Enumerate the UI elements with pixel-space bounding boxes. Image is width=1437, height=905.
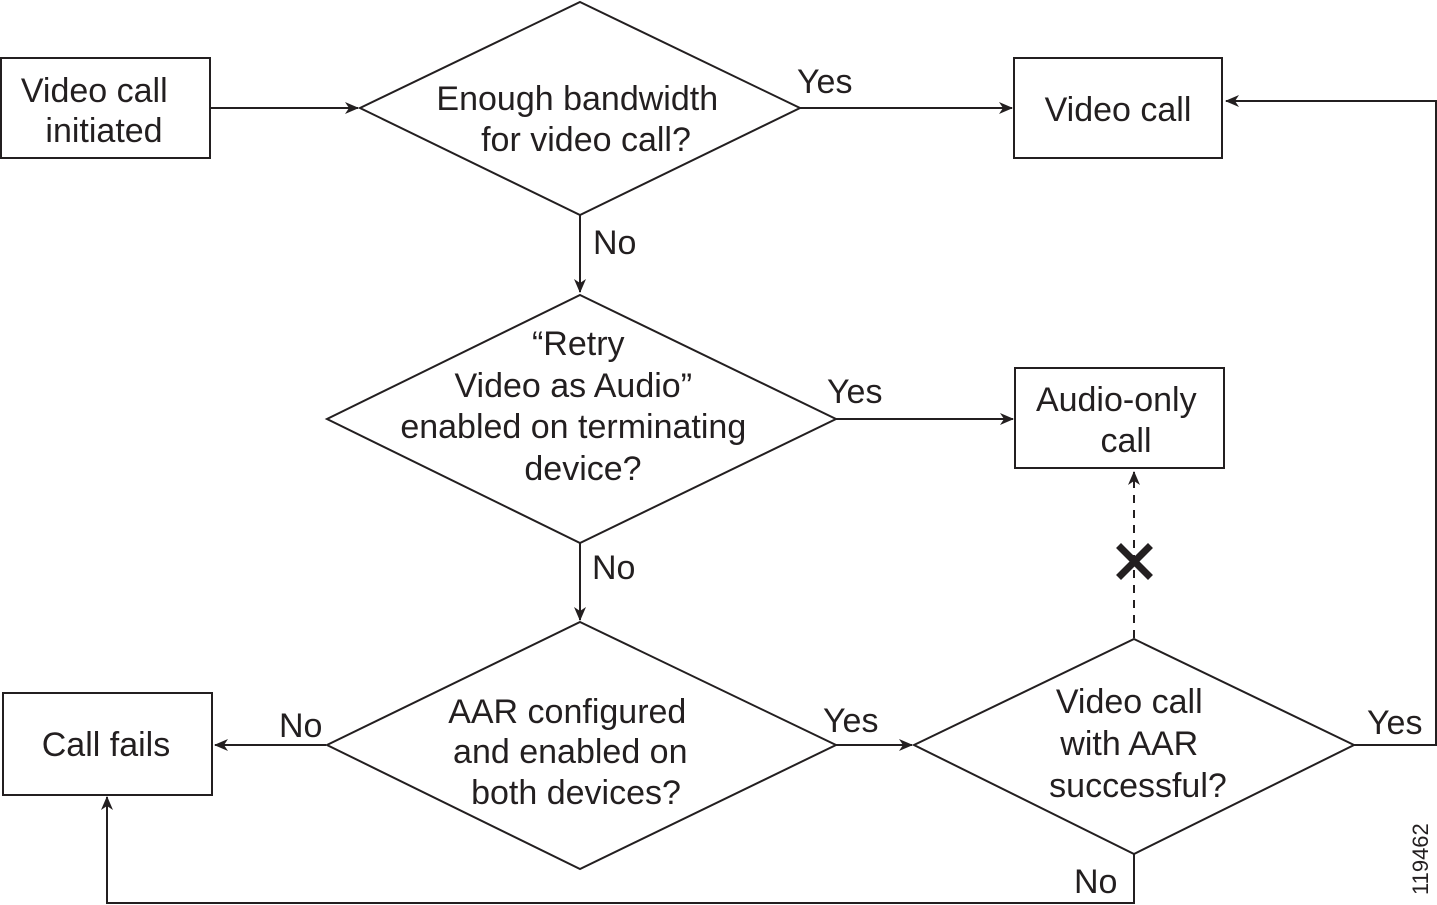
- svg-text:Audio-only call: Audio-only call: [1036, 381, 1206, 460]
- svg-text:Video call with AAR: Video call with AAR successful?: [1049, 683, 1227, 805]
- node-call-fails-line-1: Call fails: [42, 726, 170, 764]
- node-retry-video-as-audio: “Retry Video as Audio” enabled on termin…: [324, 293, 839, 545]
- node-aar-configured: AAR configured and enabled on both devic…: [324, 620, 839, 871]
- node-video-call-initiated-line-2: initiated: [45, 112, 162, 150]
- edge-label-bandwidth-yes: Yes: [797, 63, 852, 101]
- svg-text:Call fails: Call fails: [42, 726, 170, 764]
- node-retry-line-4: device?: [524, 450, 641, 488]
- node-audio-only-call: Audio-only call: [1014, 367, 1225, 469]
- edge-labels: Yes No Yes No No Yes Yes No: [279, 63, 1422, 901]
- node-audio-only-call-line-1: Audio-only: [1036, 381, 1197, 419]
- edge-label-aar-success-no: No: [1074, 863, 1117, 901]
- svg-text:Video call: Video call: [1045, 91, 1192, 129]
- node-enough-bandwidth-line-1: Enough bandwidth: [436, 80, 718, 118]
- connectors: [101, 95, 1437, 904]
- node-aar-configured-line-3: both devices?: [471, 774, 681, 812]
- node-enough-bandwidth-line-2: for video call?: [481, 121, 691, 159]
- node-video-call-with-aar-line-1: Video call: [1056, 683, 1203, 721]
- node-aar-configured-line-2: and enabled on: [453, 733, 687, 771]
- node-aar-configured-line-1: AAR configured: [448, 693, 686, 731]
- node-retry-line-2: Video as Audio”: [454, 367, 692, 405]
- edge-label-aar-yes: Yes: [823, 702, 878, 740]
- edge-label-bandwidth-no: No: [593, 224, 636, 262]
- figure-id: 119462: [1408, 823, 1433, 895]
- edge-aar-success-no-to-call-fails: [101, 796, 1135, 904]
- node-video-call-initiated-line-1: Video call: [21, 72, 168, 110]
- edge-aar-success-yes-to-video-call: [1225, 95, 1437, 746]
- node-retry-line-1: “Retry: [532, 325, 625, 363]
- svg-text:Video call initiated: Video call initiated: [21, 72, 177, 150]
- edge-label-aar-success-yes: Yes: [1367, 704, 1422, 742]
- node-enough-bandwidth: Enough bandwidth for video call?: [357, 0, 803, 217]
- node-retry-line-3: enabled on terminating: [400, 408, 746, 446]
- node-video-call: Video call: [1013, 57, 1223, 159]
- node-video-call-with-aar-line-2: with AAR: [1059, 725, 1198, 763]
- node-video-call-line-1: Video call: [1045, 91, 1192, 129]
- edge-label-retry-yes: Yes: [827, 373, 882, 411]
- svg-text:“Retry Video as Audio”: “Retry Video as Audio” enabled on termin…: [400, 325, 755, 488]
- node-video-call-with-aar: Video call with AAR successful?: [911, 637, 1357, 856]
- edge-label-retry-no: No: [592, 549, 635, 587]
- edge-label-aar-no: No: [279, 707, 322, 745]
- svg-text:AAR configured and enabl: AAR configured and enabled on both devic…: [448, 693, 697, 812]
- node-video-call-initiated: Video call initiated: [0, 57, 211, 159]
- x-mark-icon: [1116, 543, 1153, 580]
- node-call-fails: Call fails: [2, 692, 213, 796]
- node-audio-only-call-line-2: call: [1100, 422, 1151, 460]
- node-video-call-with-aar-line-3: successful?: [1049, 767, 1227, 805]
- svg-text:Enough bandwidth for vid: Enough bandwidth for video call?: [436, 80, 727, 159]
